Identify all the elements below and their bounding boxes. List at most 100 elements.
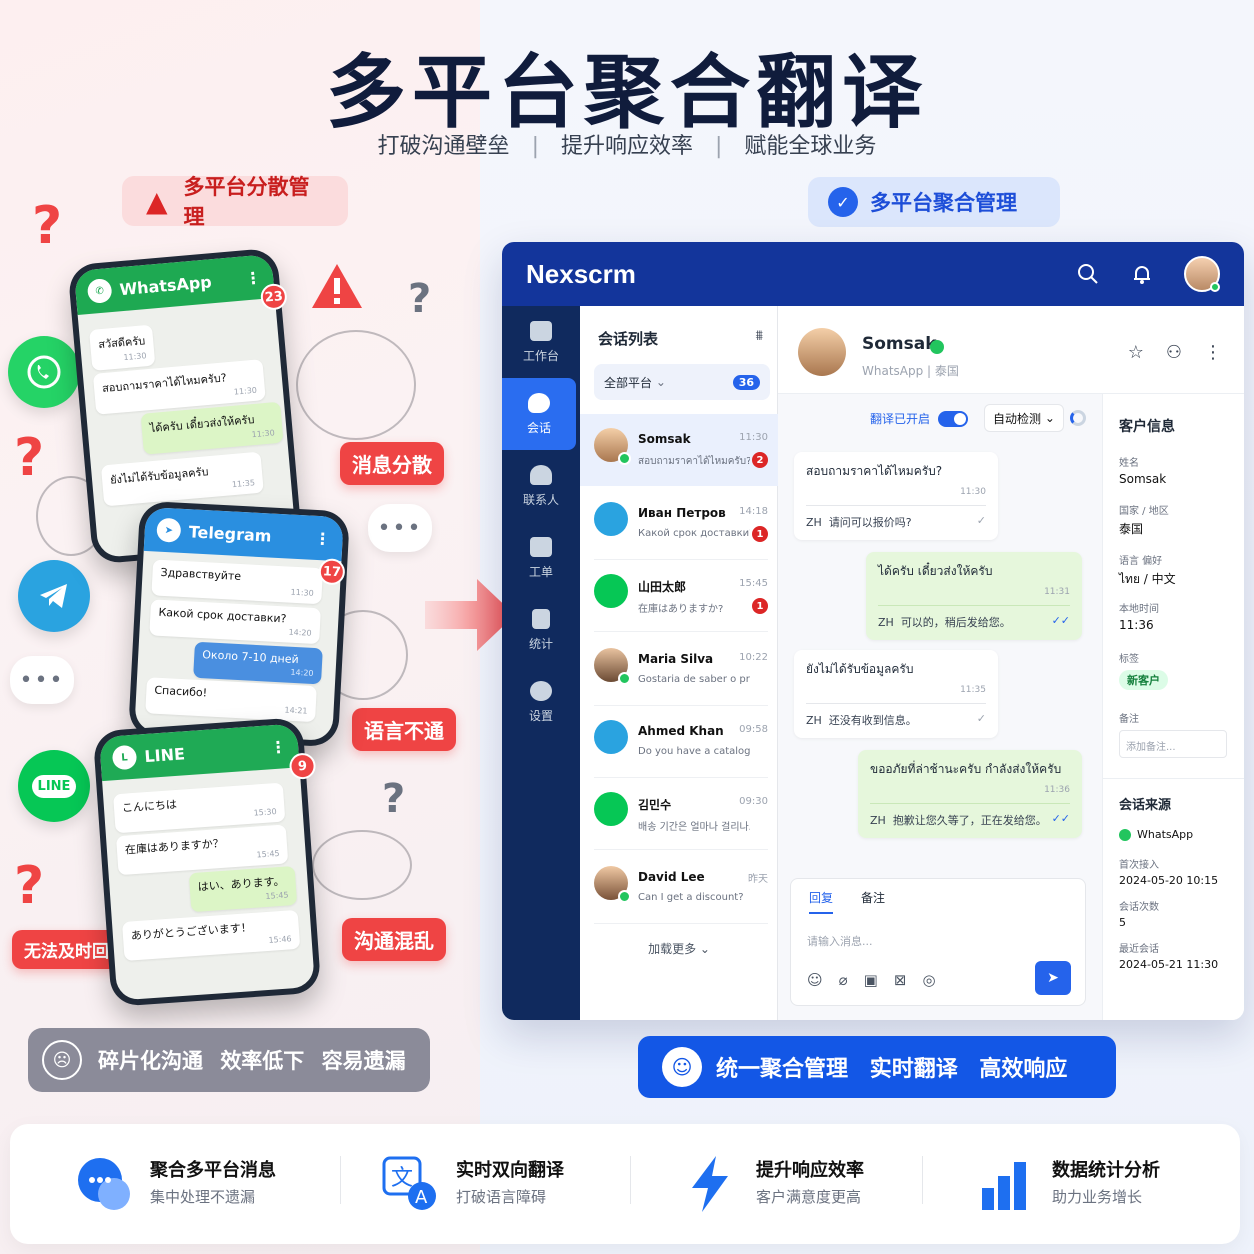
unread-badge: 17 (318, 558, 346, 586)
nav-workbench[interactable]: 工作台 (502, 306, 580, 378)
left-summary-bar: ☹ 碎片化沟通 效率低下 容易遗漏 (28, 1028, 430, 1092)
load-more-button[interactable]: 加载更多 ⌄ (648, 942, 710, 956)
line-icon: L (111, 744, 138, 771)
scribble-decoration (296, 330, 416, 440)
person-icon[interactable]: ⚇ (1165, 342, 1182, 363)
nav-conversations[interactable]: 会话 (502, 378, 576, 450)
line-icon: LINE (18, 750, 90, 822)
question-mark-icon: ? (408, 276, 432, 322)
chat-message-incoming: สอบถามราคาได้ไหมครับ?11:30 ZH 请问可以报价吗?✓ (794, 452, 998, 540)
chevron-down-icon: ⌄ (655, 375, 666, 389)
unread-badge: 1 (752, 526, 768, 542)
user-avatar[interactable] (1184, 256, 1220, 292)
language-detect-select[interactable]: 自动检测 ⌄ (984, 404, 1064, 432)
tab-reply[interactable]: 回复 (809, 889, 834, 914)
message-input[interactable]: 请输入消息... (807, 935, 873, 948)
whatsapp-icon (618, 890, 631, 903)
customer-tag[interactable]: 新客户 (1119, 670, 1168, 690)
hero-sub-2: 提升响应效率 (560, 134, 693, 159)
tag-scattered: 消息分散 (340, 442, 444, 485)
customer-name: Somsak (1119, 472, 1167, 486)
more-icon: ⋮ (314, 528, 332, 549)
chat-message: Спасибо!14:21 (145, 677, 317, 723)
svg-text:文: 文 (391, 1166, 413, 1191)
arrow-right-icon (425, 579, 515, 651)
whatsapp-icon: ✆ (86, 278, 113, 305)
translation-toggle-group: 翻译已开启 (870, 410, 969, 427)
person-icon (530, 464, 552, 485)
line-icon (594, 792, 628, 826)
telegram-icon (18, 560, 90, 632)
attachment-icon[interactable]: ⌀ (838, 971, 848, 989)
crm-app-window: Nexscrm 工作台 会话 联系人 工单 统计 设置 会话列表 ⩩ 全部平台 … (502, 242, 1244, 1020)
telegram-icon (594, 720, 628, 754)
chat-bubble-icon: ••• (10, 656, 74, 704)
scribble-decoration (312, 830, 412, 900)
quick-reply-icon[interactable]: ◎ (922, 971, 936, 989)
nav-statistics[interactable]: 统计 (502, 594, 580, 666)
bell-icon[interactable] (1130, 262, 1154, 286)
chat-icon (528, 392, 550, 413)
sad-face-icon: ☹ (42, 1040, 82, 1080)
platform-select[interactable]: 全部平台 ⌄36 (594, 364, 770, 400)
grid-icon (530, 320, 552, 341)
unread-badge: 1 (752, 598, 768, 614)
telegram-icon (594, 502, 628, 536)
bar-chart-icon (982, 1162, 1026, 1210)
chat-bubbles-icon (78, 1158, 130, 1210)
whatsapp-icon (618, 672, 631, 685)
right-summary-bar: ☺ 统一聚合管理 实时翻译 高效响应 (638, 1036, 1116, 1098)
chat-message: Какой срок доставки?14:20 (149, 599, 321, 645)
session-source: WhatsApp (1119, 828, 1193, 841)
question-mark-icon: ? (14, 428, 45, 488)
hero-subtitle: 打破沟通壁垒|提升响应效率|赋能全球业务 (377, 134, 877, 159)
question-mark-icon: ? (14, 856, 45, 916)
nav-settings[interactable]: 设置 (502, 666, 580, 738)
telegram-icon: ➤ (156, 517, 182, 543)
more-icon: ⋮ (269, 736, 287, 757)
translation-toggle[interactable] (938, 410, 969, 427)
note-input[interactable]: 添加备注... (1119, 730, 1227, 758)
gear-icon (530, 680, 552, 701)
contact-name: Somsak (862, 334, 937, 354)
app-topbar: Nexscrm (502, 242, 1244, 306)
send-button[interactable]: ➤ (1035, 961, 1071, 995)
line-icon (594, 574, 628, 608)
nav-contacts[interactable]: 联系人 (502, 450, 580, 522)
hero-sub-1: 打破沟通壁垒 (377, 134, 510, 159)
more-icon: ⋮ (244, 267, 262, 288)
image-icon[interactable]: ▣ (863, 971, 878, 989)
svg-text:A: A (415, 1187, 428, 1208)
translate-icon: 文A (382, 1156, 436, 1210)
nav-tickets[interactable]: 工单 (502, 522, 580, 594)
translate-icon[interactable]: ⊠ (893, 971, 907, 989)
scattered-management-pill: ▲多平台分散管理 (122, 175, 348, 229)
emoji-icon[interactable]: ☺ (807, 971, 823, 989)
whatsapp-icon (618, 452, 631, 465)
more-icon[interactable]: ⋮ (1204, 342, 1222, 363)
tab-note[interactable]: 备注 (861, 891, 886, 905)
contact-subtitle: WhatsApp | 泰国 (862, 364, 959, 378)
hero-sub-3: 赋能全球业务 (744, 134, 877, 159)
session-source-title: 会话来源 (1119, 798, 1172, 813)
check-icon: ✓ (828, 187, 858, 217)
search-icon[interactable] (1076, 262, 1100, 286)
tag-chaos: 沟通混乱 (342, 918, 446, 961)
document-icon (530, 536, 552, 557)
filter-icon[interactable]: ⩩ (755, 328, 763, 344)
whatsapp-icon (8, 336, 80, 408)
star-icon[interactable]: ☆ (1127, 342, 1144, 363)
